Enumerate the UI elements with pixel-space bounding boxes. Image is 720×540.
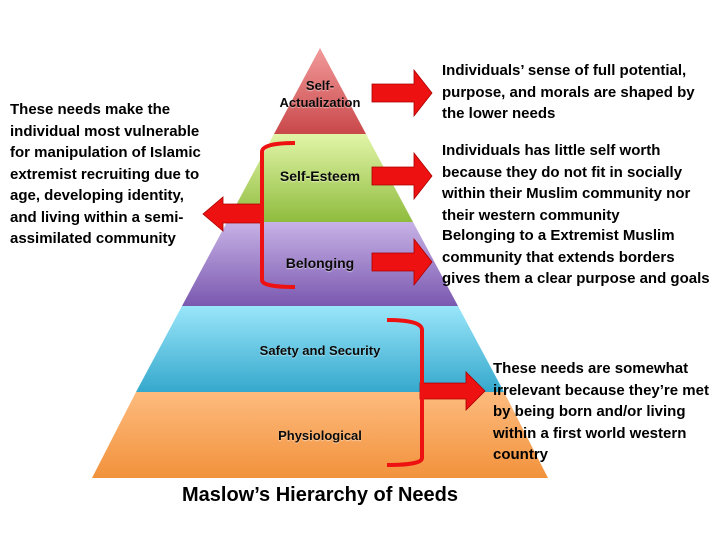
level-label-physiological: Physiological bbox=[278, 428, 362, 443]
pyramid-level-self-esteem bbox=[227, 134, 413, 222]
pyramid-level-physiological bbox=[92, 392, 548, 478]
arrow-right-icon bbox=[419, 371, 486, 411]
bracket-upper bbox=[260, 141, 296, 289]
annotation-self-esteem: Individuals has little self worth becaus… bbox=[442, 142, 691, 224]
level-label-self-actualization: Self- Actualization bbox=[279, 78, 361, 110]
annotation-lower-needs: These needs are somewhat irrelevant beca… bbox=[493, 360, 709, 463]
annotation-self-actualization: Individuals’ sense of full potential, pu… bbox=[442, 62, 695, 122]
pyramid-level-self-actualization bbox=[274, 48, 366, 134]
level-label-safety: Safety and Security bbox=[259, 343, 381, 358]
pyramid-level-safety bbox=[136, 306, 504, 392]
arrow-right-icon bbox=[371, 151, 433, 201]
arrow-left-icon bbox=[202, 196, 263, 232]
arrow-right-icon bbox=[371, 68, 433, 118]
bracket-lower bbox=[386, 318, 424, 467]
pyramid-level-belonging bbox=[182, 222, 458, 306]
annotation-belonging: Belonging to a Extremist Muslim communit… bbox=[442, 227, 710, 287]
level-label-belonging: Belonging bbox=[285, 255, 355, 271]
diagram-title: Maslow’s Hierarchy of Needs bbox=[181, 484, 459, 506]
level-label-self-esteem: Self-Esteem bbox=[279, 168, 361, 184]
arrow-right-icon bbox=[371, 237, 433, 287]
annotation-vulnerable: These needs make the individual most vul… bbox=[10, 101, 201, 247]
